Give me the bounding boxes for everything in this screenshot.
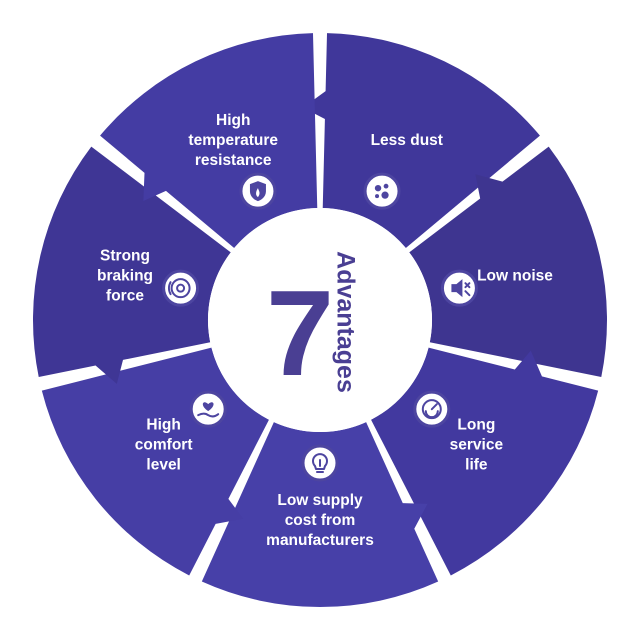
segment-label-line: Low supply	[277, 492, 363, 509]
segment-label-high-comfort-level: High comfort level	[135, 417, 193, 474]
segment-label-strong-braking-force: Strong braking force	[97, 247, 153, 304]
brake-disc-icon	[162, 269, 200, 307]
dust-particles-icon	[363, 172, 401, 210]
segment-label-line: Low noise	[477, 267, 553, 284]
segment-label-line: temperature	[188, 132, 278, 149]
shield-flame-icon	[239, 172, 277, 210]
segment-label-line: resistance	[195, 152, 272, 169]
segment-label-low-noise: Low noise	[477, 267, 553, 284]
segment-low-noise	[409, 146, 607, 378]
segment-label-line: comfort	[135, 437, 193, 454]
segment-low-supply-cost	[201, 422, 439, 607]
heart-hand-icon	[189, 390, 227, 428]
segment-label-high-temperature-resistance: High temperature resistance	[188, 112, 278, 169]
segment-label-low-supply-cost: Low supply cost from manufacturers	[266, 492, 374, 549]
segment-less-dust	[302, 33, 540, 249]
segment-label-less-dust: Less dust	[371, 132, 443, 149]
segment-label-line: Less dust	[371, 132, 443, 149]
segment-label-line: cost from	[285, 512, 356, 529]
segment-label-line: life	[465, 457, 488, 474]
center-word: Advantages	[331, 251, 359, 393]
segment-label-line: braking	[97, 267, 153, 284]
icons-layer	[162, 172, 478, 482]
segment-label-line: High	[146, 417, 180, 434]
gauge-timer-icon	[413, 390, 451, 428]
segment-label-line: service	[450, 437, 504, 454]
lightbulb-icon	[301, 444, 339, 482]
segment-strong-braking-force	[33, 146, 231, 384]
speaker-muted-icon	[440, 269, 478, 307]
segment-label-line: force	[106, 287, 144, 304]
segment-label-line: High	[216, 112, 250, 129]
segment-label-line: Strong	[100, 247, 150, 264]
segment-label-long-service-life: Long service life	[450, 417, 504, 474]
segment-label-line: manufacturers	[266, 532, 374, 549]
segment-label-line: Long	[457, 417, 495, 434]
center-number: 7	[266, 265, 334, 401]
center-hub	[208, 208, 432, 432]
segment-label-line: level	[146, 457, 180, 474]
